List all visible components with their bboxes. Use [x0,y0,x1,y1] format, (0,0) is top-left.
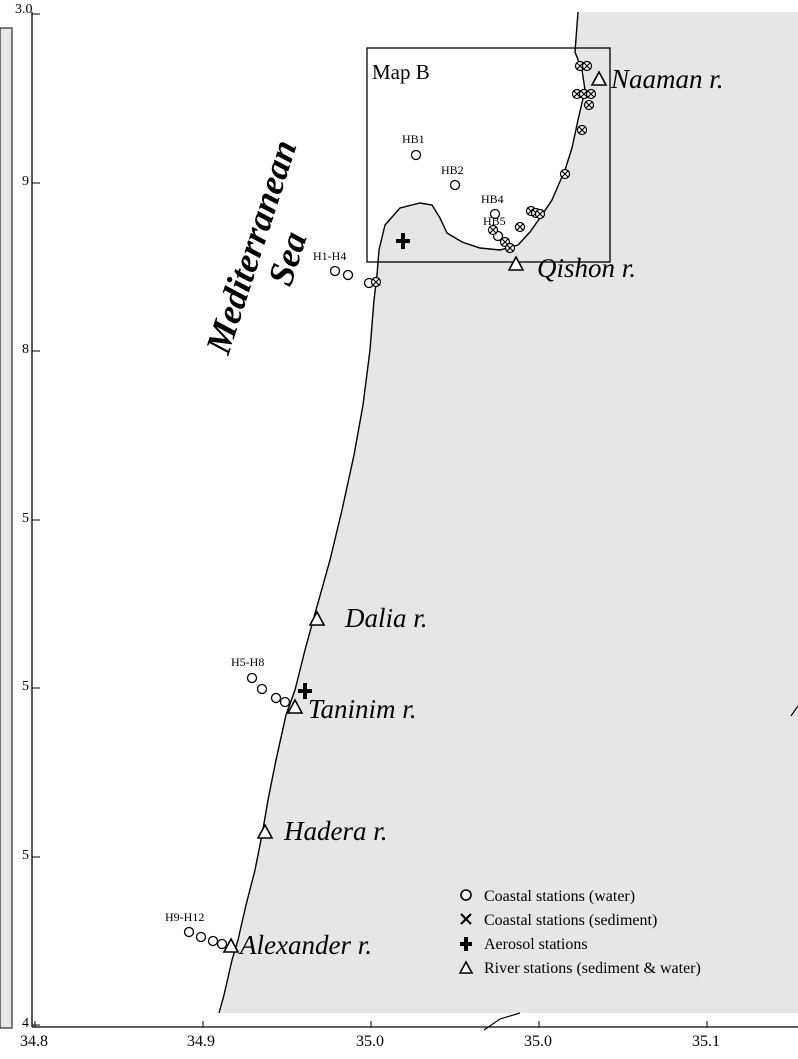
y-ticks [32,13,40,1026]
sediment-station [534,208,546,220]
sediment-station [559,168,571,180]
y-tick-label: 8 [22,342,29,357]
legend-item: Coastal stations (water) [460,885,701,909]
river-label-alexander: Alexander r. [240,930,372,960]
river-label-hadera: Hadera r. [284,816,388,846]
land-area [219,12,798,1013]
x-tick-label: 35.1 [692,1033,720,1050]
legend-label: Coastal stations (water) [484,888,636,905]
station-label-h1-h4: H1-H4 [313,249,347,263]
legend-item: River stations (sediment & water) [460,957,701,981]
sediment-station [504,242,516,254]
legend-triangle-icon [458,960,474,974]
river-label-dalia: Dalia r. [345,603,428,633]
y-tick-label: 3.0 [15,2,33,17]
legend-item: Coastal stations (sediment) [460,909,701,933]
aerosol-station-taninim [298,683,312,699]
y-tick-label: 9 [22,174,29,189]
sediment-station [581,60,593,72]
river-label-naaman: Naaman r. [611,64,724,94]
river-station-alexander [222,937,240,953]
aerosol-stations [298,233,410,699]
coastline [218,11,586,1014]
y-tick-label: 5 [22,848,29,863]
river-station-naaman [590,70,608,86]
river-station-qishon [507,255,525,271]
aerosol-station-haifa [396,233,410,249]
legend-item: Aerosol stations [460,933,701,957]
river-label-qishon: Qishon r. [537,253,637,283]
legend: Coastal stations (water) Coastal station… [460,885,701,981]
river-station-taninim [286,698,304,714]
sediment-station [574,60,586,72]
sediment-station [578,88,590,100]
station-label-h5-h8: H5-H8 [231,655,265,669]
legend-x-icon [460,913,472,925]
y-tick-label: 4 [22,1016,29,1031]
legend-label: Aerosol stations [484,936,588,953]
x-ticks [34,1021,708,1027]
river-station-hadera [256,823,274,839]
legend-label: River stations (sediment & water) [484,960,701,977]
x-tick-label: 35.0 [356,1033,384,1050]
map-b-inset-box [366,47,611,263]
legend-plus-icon [460,937,472,951]
sediment-station [514,221,526,233]
sediment-station [583,99,595,111]
sediment-station [370,276,382,288]
station-hb1 [410,149,422,161]
y-tick-label: 5 [22,679,29,694]
x-tick-label: 34.8 [20,1033,48,1050]
sediment-station [576,124,588,136]
y-tick-label: 5 [22,511,29,526]
station-label-hb1: HB1 [402,132,425,146]
station-hb2 [449,179,461,191]
legend-label: Coastal stations (sediment) [484,912,658,929]
coastal-sediment-stations [370,60,597,288]
river-stations [222,70,608,953]
station-label-hb2: HB2 [441,163,464,177]
river-station-dalia [308,610,326,626]
station-hb4 [489,208,501,220]
station-label-hb4: HB4 [481,192,504,206]
sediment-station [487,224,499,236]
river-label-taninim: Taninim r. [308,694,417,724]
sediment-station [585,88,597,100]
coastline-fragment [483,1012,521,1031]
side-panel [0,27,13,1029]
x-tick-label: 35.0 [524,1033,552,1050]
legend-circle-icon [460,889,472,901]
map-b-label: Map B [372,60,430,84]
legend-symbols [458,889,474,974]
coastline-fragment [790,705,798,717]
station-label-h9-h12: H9-H12 [165,910,205,924]
station-label-hb5: HB5 [483,214,506,228]
coastal-water-stations [183,149,504,950]
x-tick-label: 34.9 [187,1033,215,1050]
